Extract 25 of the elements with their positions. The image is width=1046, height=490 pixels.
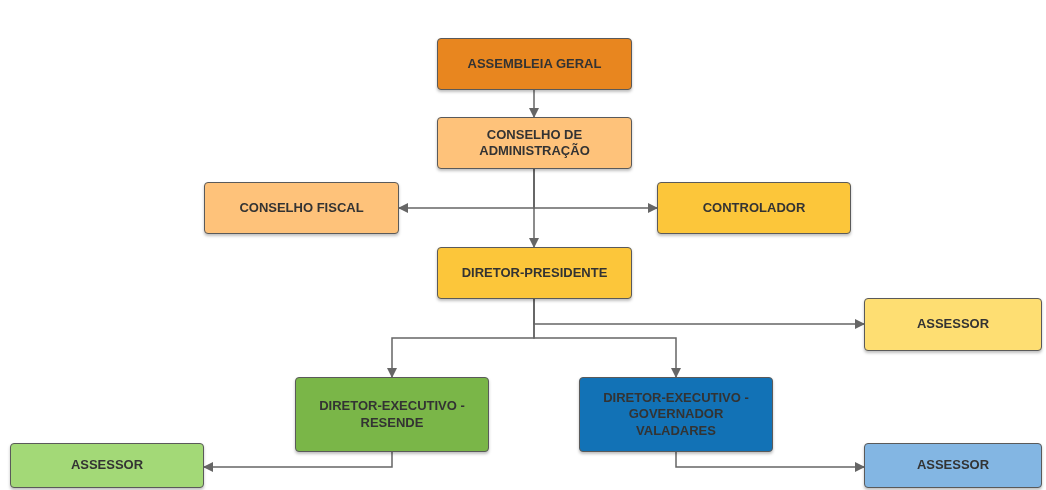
org-box: [437, 38, 632, 90]
connector-arrow: [675, 451, 865, 472]
org-box: [204, 182, 399, 234]
org-box: [864, 443, 1042, 488]
role-title: CONTROLADOR: [701, 199, 807, 217]
role-title: DIRETOR-EXECUTIVO - GOVERNADOR VALADARES: [602, 390, 750, 439]
org-box: [864, 298, 1042, 351]
role-title: ASSEMBLEIA GERAL: [466, 55, 603, 73]
role-title: DIRETOR-EXECUTIVO - RESENDE: [318, 398, 466, 431]
org-box: [437, 117, 632, 169]
role-title: DIRETOR-PRESIDENTE: [460, 264, 609, 282]
role-title: ASSESSOR: [915, 316, 991, 333]
org-box: [437, 247, 632, 299]
connector-arrow: [529, 89, 539, 118]
connector-arrow: [533, 168, 658, 213]
role-title: CONSELHO DE ADMINISTRAÇÃO: [478, 126, 591, 160]
role-title: CONSELHO FISCAL: [238, 199, 365, 217]
org-box: [657, 182, 851, 234]
role-title: ASSESSOR: [69, 457, 145, 474]
org-box: [295, 377, 489, 452]
org-box: [579, 377, 773, 452]
org-box: [10, 443, 204, 488]
connector-arrow: [533, 298, 681, 378]
role-title: ASSESSOR: [915, 457, 991, 474]
connector-arrow: [203, 451, 393, 472]
